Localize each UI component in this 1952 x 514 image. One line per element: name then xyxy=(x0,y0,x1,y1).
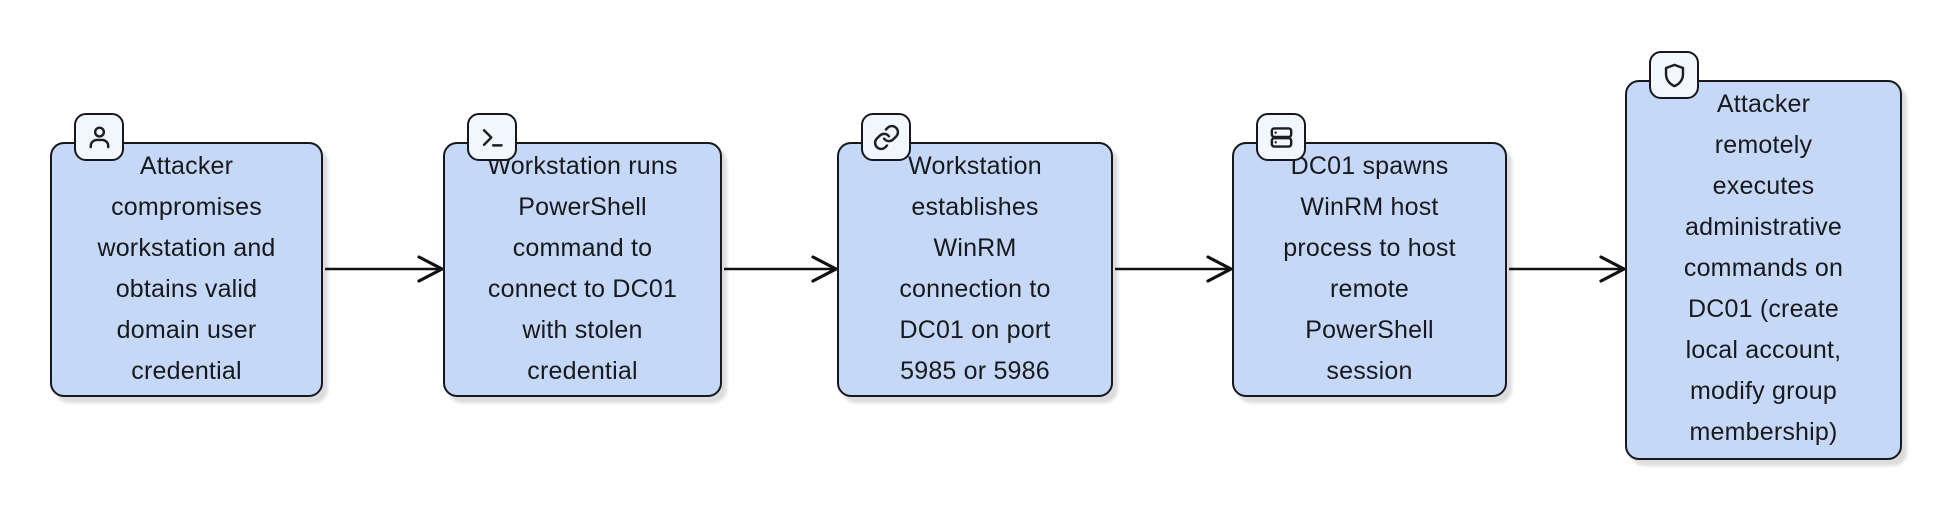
flow-arrow-2 xyxy=(724,255,840,283)
flow-node-label: Attacker compromises workstation and obt… xyxy=(97,152,276,385)
flow-node-label: Workstation establishes WinRM connection… xyxy=(899,152,1051,385)
flow-node-step-4[interactable]: DC01 spawns WinRM host process to host r… xyxy=(1232,113,1507,397)
flow-node-step-2[interactable]: Workstation runs PowerShell command to c… xyxy=(443,113,722,397)
flow-node-label: Workstation runs PowerShell command to c… xyxy=(487,152,678,385)
flow-node-step-3[interactable]: Workstation establishes WinRM connection… xyxy=(837,113,1113,397)
server-icon xyxy=(1256,113,1306,161)
flow-arrow-4 xyxy=(1509,255,1628,283)
flow-node-label: Attacker remotely executes administrativ… xyxy=(1683,90,1844,446)
user-icon xyxy=(74,113,124,161)
flow-node-step-1[interactable]: Attacker compromises workstation and obt… xyxy=(50,113,323,397)
flow-node-label: DC01 spawns WinRM host process to host r… xyxy=(1283,152,1456,385)
shield-icon xyxy=(1649,51,1699,99)
flow-node-step-5[interactable]: Attacker remotely executes administrativ… xyxy=(1625,51,1902,460)
link-icon xyxy=(861,113,911,161)
flow-arrow-3 xyxy=(1115,255,1235,283)
terminal-icon xyxy=(467,113,517,161)
flow-arrow-1 xyxy=(325,255,446,283)
